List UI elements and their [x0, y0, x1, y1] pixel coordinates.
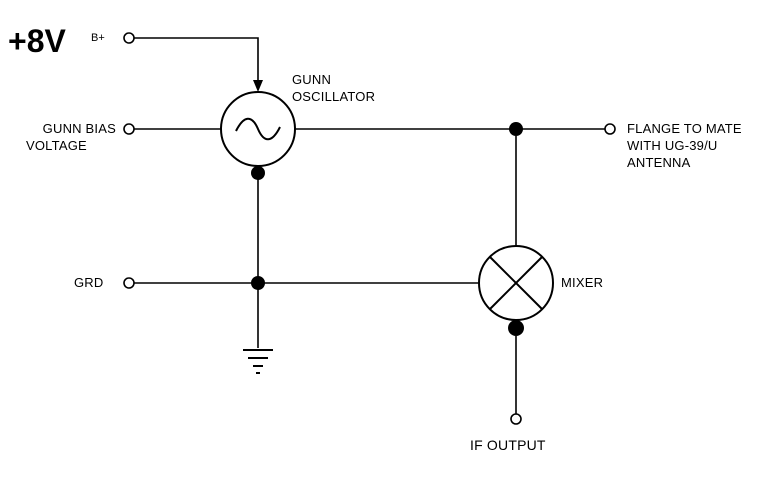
flange-label-line1: FLANGE TO MATE — [627, 121, 742, 136]
flange-label-line3: ANTENNA — [627, 155, 691, 170]
if-output-label: IF OUTPUT — [470, 437, 546, 453]
supply-arrow-icon — [253, 80, 263, 92]
supply-wire — [134, 37, 259, 88]
if-output-terminal — [510, 413, 522, 425]
gunn-oscillator-symbol — [220, 91, 296, 167]
supply-voltage-label: +8V — [8, 23, 66, 59]
gunn-bias-terminal — [123, 123, 135, 135]
ground-symbol-icon — [243, 349, 273, 374]
b-plus-label: B+ — [91, 32, 105, 44]
ground-junction-dot — [251, 276, 265, 290]
b-plus-terminal — [123, 32, 135, 44]
output-junction-dot — [509, 122, 523, 136]
flange-label-line2: WITH UG-39/U — [627, 138, 718, 153]
mixer-output-dot — [508, 320, 524, 336]
mixer-symbol — [478, 245, 554, 321]
oscillator-label-line2: OSCILLATOR — [292, 89, 376, 104]
oscillator-label-line1: GUNN — [292, 72, 332, 87]
gunn-bias-label-line1: GUNN BIAS — [42, 121, 116, 136]
grd-label: GRD — [74, 275, 104, 290]
gunn-bias-label-line2: VOLTAGE — [26, 138, 87, 153]
flange-terminal — [604, 123, 616, 135]
mixer-label: MIXER — [561, 275, 604, 290]
grd-terminal — [123, 277, 135, 289]
